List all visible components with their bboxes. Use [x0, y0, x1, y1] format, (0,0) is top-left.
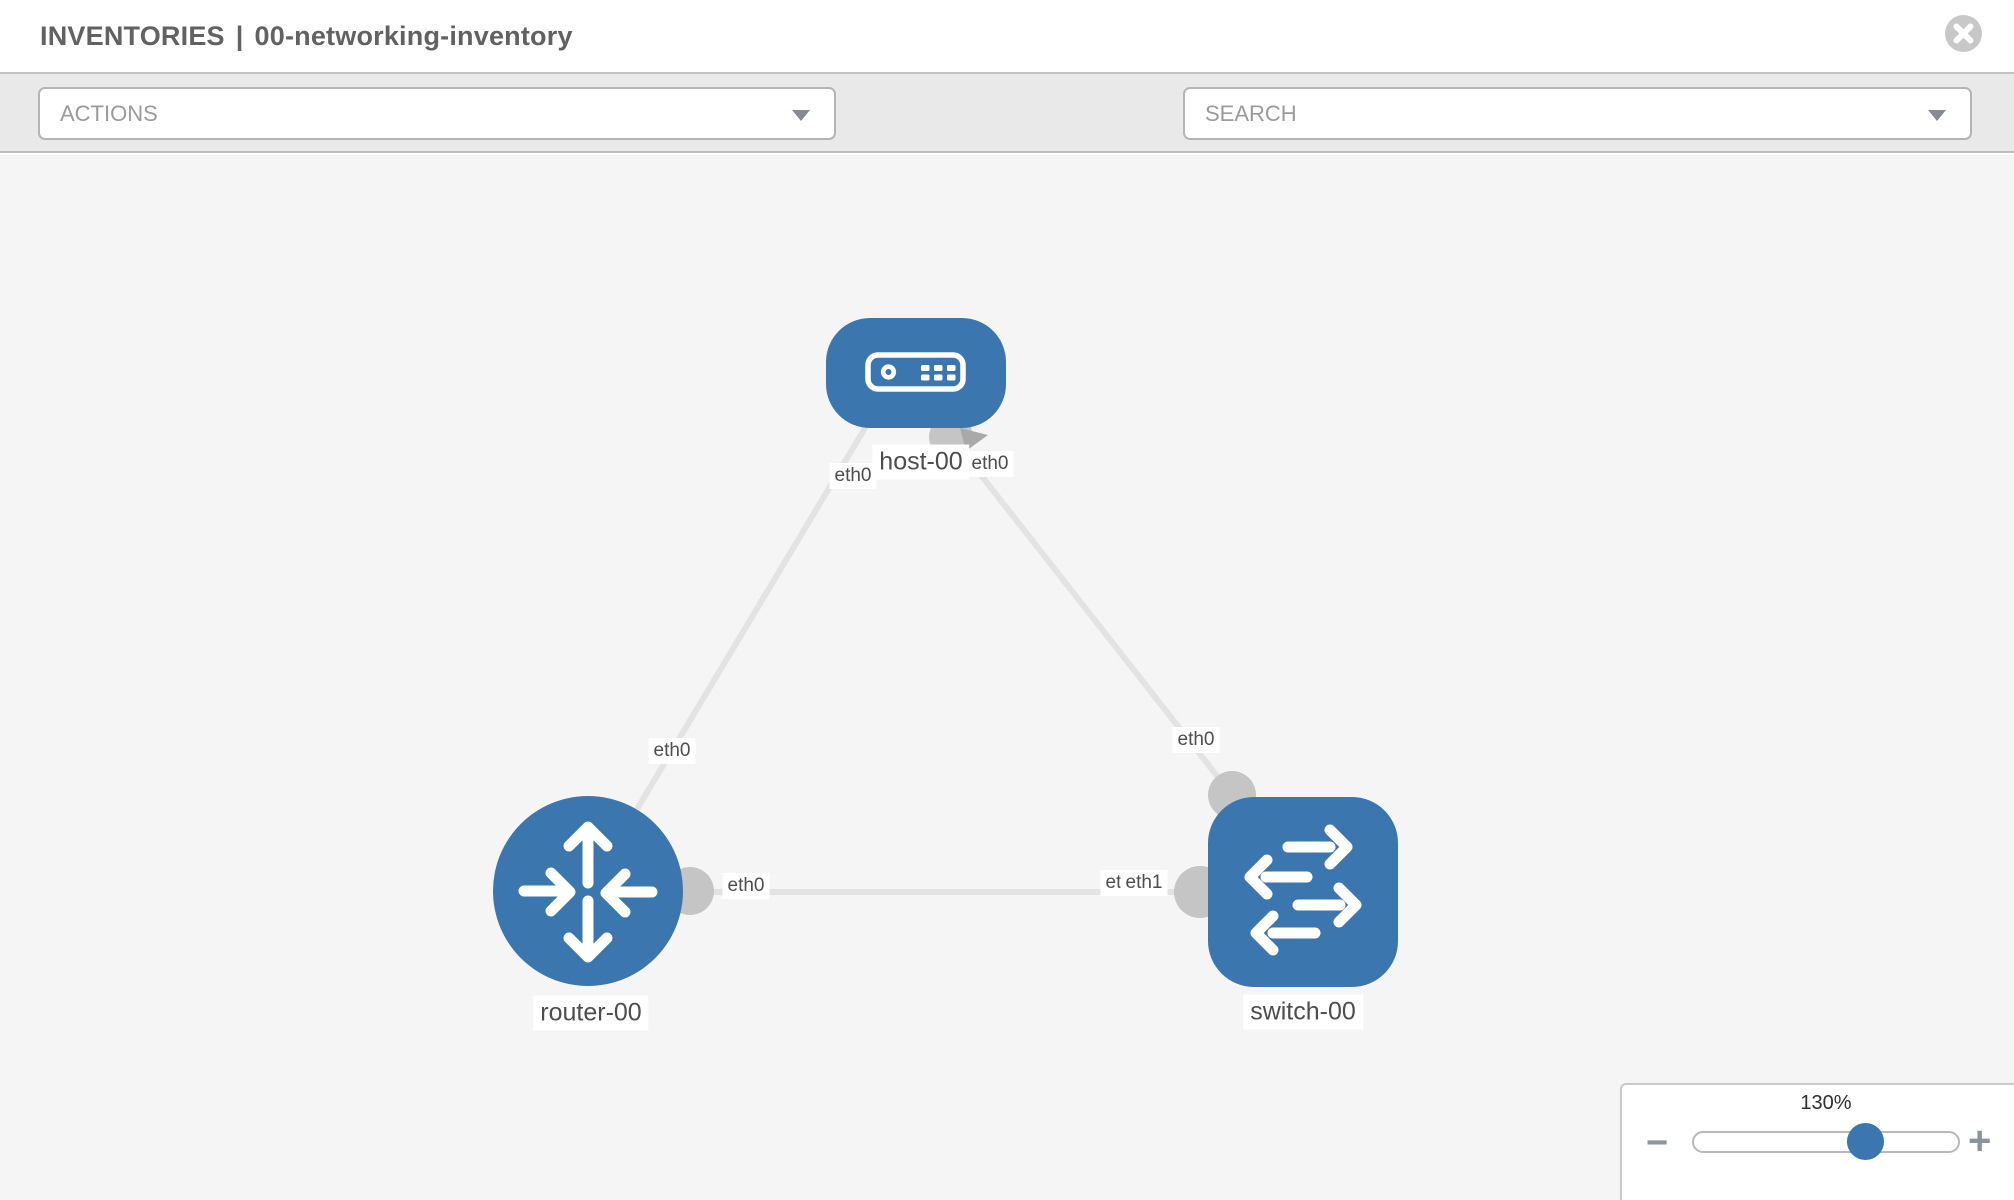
chevron-down-icon: [792, 110, 810, 121]
zoom-panel: 130% − +: [1620, 1083, 2014, 1200]
interface-label-switch-top: eth0: [1172, 727, 1220, 753]
close-icon: [1945, 15, 1982, 52]
breadcrumb-separator: |: [235, 20, 244, 51]
zoom-slider-handle[interactable]: [1847, 1123, 1884, 1160]
node-label-router: router-00: [533, 995, 649, 1031]
switch-icon: [1244, 824, 1362, 956]
node-label-switch: switch-00: [1243, 994, 1363, 1030]
chevron-down-icon: [1928, 110, 1946, 121]
server-icon: [865, 352, 966, 392]
node-switch[interactable]: [1208, 797, 1398, 987]
router-icon: [518, 821, 658, 963]
node-host[interactable]: [826, 318, 1006, 428]
zoom-in-button[interactable]: +: [1968, 1119, 1992, 1163]
zoom-slider-track[interactable]: [1692, 1131, 1960, 1153]
node-label-host: host-00: [872, 444, 970, 480]
topology-canvas[interactable]: host-00 router-00 switch-00 eth0 eth0 et…: [0, 155, 2014, 1200]
search-dropdown[interactable]: SEARCH: [1183, 87, 1972, 140]
inventory-name: 00-networking-inventory: [254, 20, 573, 51]
zoom-out-button[interactable]: −: [1646, 1122, 1669, 1164]
actions-dropdown[interactable]: ACTIONS: [38, 87, 836, 140]
actions-dropdown-label: ACTIONS: [60, 100, 158, 126]
interface-label-host-left: eth0: [829, 463, 877, 489]
header: INVENTORIES | 00-networking-inventory: [0, 0, 2014, 72]
interface-label-switch-left-eth1: eth1: [1120, 870, 1168, 896]
interface-label-link-mid: eth0: [648, 738, 696, 764]
close-button[interactable]: [1944, 14, 1983, 53]
breadcrumb-section: INVENTORIES: [40, 20, 225, 51]
node-router[interactable]: [493, 796, 683, 986]
search-dropdown-label: SEARCH: [1205, 100, 1297, 126]
zoom-level-value: 130%: [1800, 1092, 1852, 1114]
page-title: INVENTORIES | 00-networking-inventory: [40, 21, 573, 52]
toolbar: ACTIONS SEARCH: [0, 72, 2014, 209]
interface-label-host-right: eth0: [966, 451, 1014, 477]
interface-label-router-right: eth0: [722, 873, 770, 899]
